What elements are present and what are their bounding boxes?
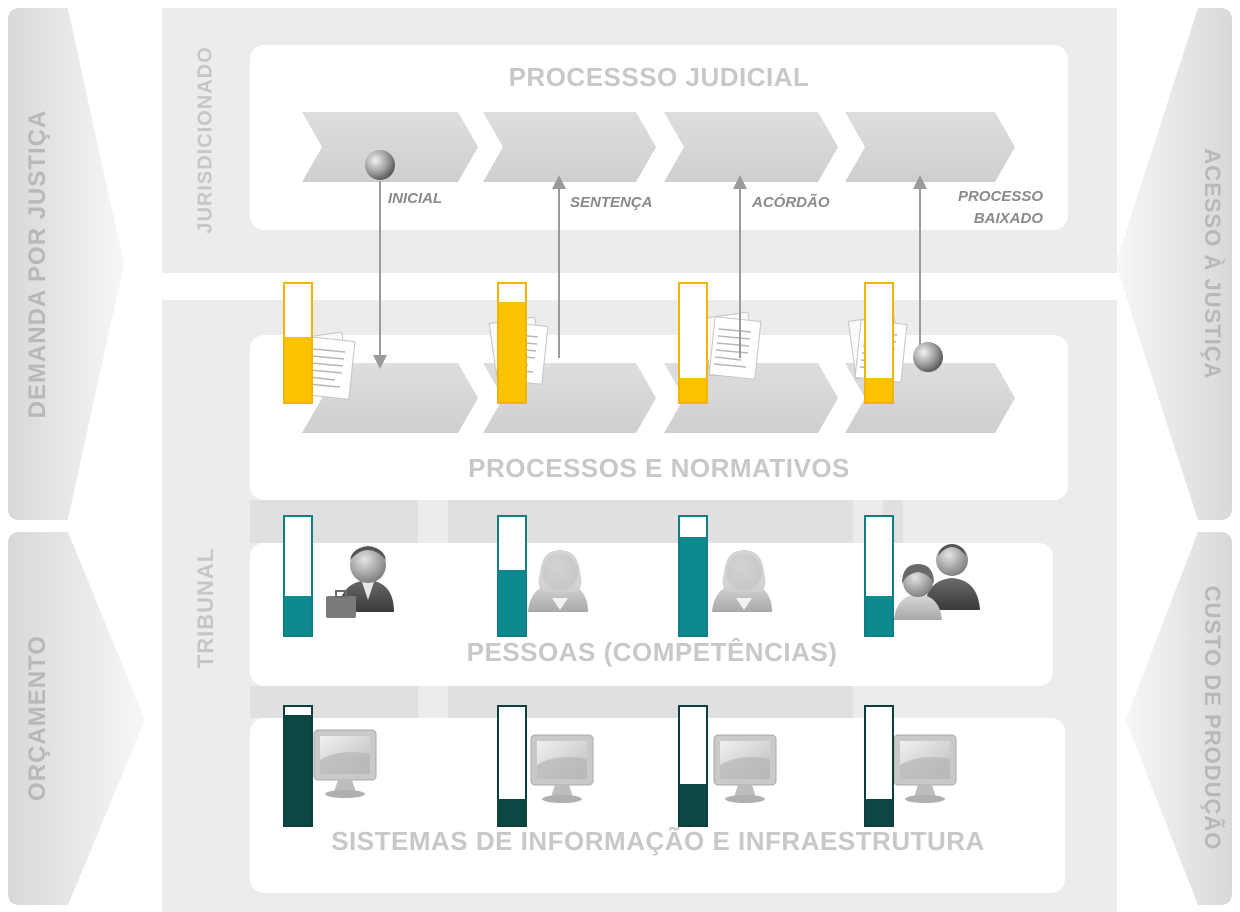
- gauge-sistemas-1: [283, 705, 313, 827]
- milestone-baixado: BAIXADO: [973, 210, 1043, 227]
- gauge-sistemas-2: [497, 705, 527, 827]
- judicial-title: PROCESSSO JUDICIAL: [508, 62, 810, 92]
- judge-icon: [712, 550, 772, 612]
- gauge-fill: [680, 783, 706, 825]
- milestone-processo: PROCESSO: [957, 188, 1043, 205]
- left-top-ribbon: [8, 8, 125, 520]
- milestone-acordao: ACÓRDÃO: [752, 194, 830, 211]
- gauge-fill: [680, 537, 706, 635]
- judicial-chevrons: [302, 112, 1015, 182]
- gauge-pessoas-4: [864, 515, 894, 637]
- gauge-sistemas-3: [678, 705, 708, 827]
- judge-icon: [528, 550, 588, 612]
- gauge-fill: [285, 715, 311, 825]
- gauge-fill: [680, 378, 706, 402]
- sphere-marker-icon: [913, 342, 943, 373]
- gauge-pessoas-3: [678, 515, 708, 637]
- gauge-sistemas-4: [864, 705, 894, 827]
- gauge-fill: [285, 337, 311, 402]
- gauge-pessoas-2: [497, 515, 527, 637]
- group-icon: [894, 544, 980, 620]
- computer-monitor-icon: [530, 734, 594, 804]
- right-bottom-ribbon: [1126, 532, 1232, 905]
- businessman-icon: [326, 546, 394, 618]
- sphere-marker-icon: [365, 150, 395, 181]
- gauge-processos-3: [678, 282, 708, 404]
- left-bottom-ribbon: [8, 532, 145, 905]
- sistemas-title: SISTEMAS DE INFORMAÇÃO E INFRAESTRUTURA: [331, 826, 985, 856]
- gauge-fill: [866, 378, 892, 402]
- gauge-fill: [866, 596, 892, 635]
- gauge-fill: [285, 596, 311, 635]
- computer-monitor-icon: [893, 734, 957, 804]
- gauge-processos-2: [497, 282, 527, 404]
- document-stack-icon: [701, 311, 762, 380]
- gauge-processos-4: [864, 282, 894, 404]
- gauge-fill: [499, 570, 525, 635]
- gauge-fill: [499, 799, 525, 825]
- gauge-fill: [499, 301, 525, 402]
- pessoas-title: PESSOAS (COMPETÊNCIAS): [466, 637, 838, 667]
- computer-monitor-icon: [713, 734, 777, 804]
- processos-chevrons: [302, 363, 1015, 433]
- milestone-inicial: INICIAL: [388, 190, 443, 207]
- gauge-processos-1: [283, 282, 313, 404]
- right-top-ribbon: [1116, 8, 1232, 520]
- gauge-pessoas-1: [283, 515, 313, 637]
- gauge-fill: [866, 799, 892, 825]
- processos-title: PROCESSOS E NORMATIVOS: [468, 453, 850, 483]
- milestone-sentenca: SENTENÇA: [570, 194, 653, 211]
- computer-monitor-icon: [313, 729, 377, 799]
